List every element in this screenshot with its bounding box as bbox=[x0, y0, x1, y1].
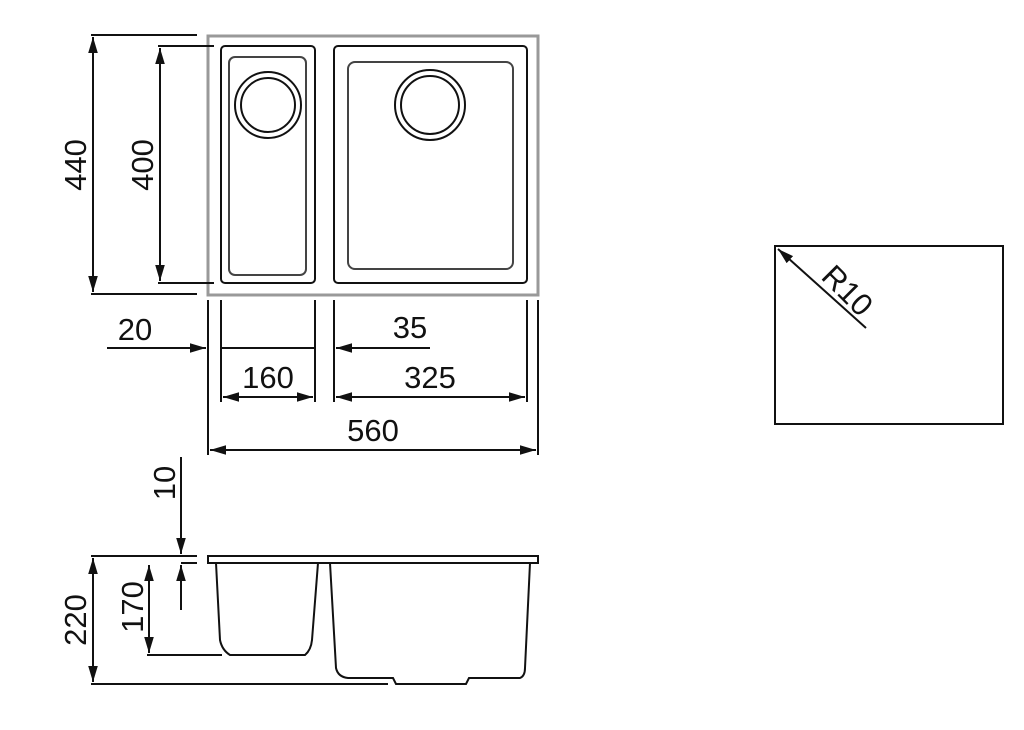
dimension-170: 170 bbox=[115, 565, 222, 656]
dimension-20: 20 bbox=[107, 312, 206, 353]
large-bowl-drain-icon bbox=[394, 69, 466, 141]
dim-label-400: 400 bbox=[125, 139, 160, 191]
dim-label-35: 35 bbox=[393, 310, 427, 345]
dim-label-170: 170 bbox=[115, 581, 150, 633]
side-view: 10 220 170 bbox=[58, 457, 539, 685]
dim-label-560: 560 bbox=[347, 413, 399, 448]
large-bowl-inner bbox=[347, 61, 514, 270]
small-bowl-outer bbox=[220, 45, 316, 284]
large-bowl-profile bbox=[329, 562, 531, 685]
dimension-560: 560 bbox=[210, 413, 536, 455]
radius-label: R10 bbox=[815, 258, 880, 323]
dimension-160: 160 bbox=[223, 360, 313, 402]
dimension-400: 400 bbox=[125, 45, 214, 284]
sink-rim bbox=[207, 555, 539, 564]
small-bowl-drain-icon bbox=[234, 71, 302, 139]
corner-detail-rect bbox=[774, 245, 1004, 425]
dimension-35: 35 bbox=[221, 310, 430, 353]
dimension-10: 10 bbox=[147, 457, 197, 610]
dim-label-325: 325 bbox=[404, 360, 456, 395]
top-view: 440 400 20 35 160 bbox=[58, 34, 540, 455]
small-bowl-inner bbox=[228, 56, 307, 276]
corner-radius-detail: R10 bbox=[774, 245, 1004, 425]
small-bowl-profile bbox=[215, 562, 319, 656]
large-bowl-outer bbox=[333, 45, 528, 284]
extension-lines bbox=[207, 300, 539, 455]
dimension-440: 440 bbox=[58, 34, 197, 295]
radius-arrow bbox=[777, 248, 867, 329]
dim-label-220: 220 bbox=[58, 594, 93, 646]
countertop-outline bbox=[206, 34, 540, 297]
dim-label-20: 20 bbox=[118, 312, 152, 347]
dim-label-10: 10 bbox=[147, 466, 182, 500]
dimension-325: 325 bbox=[336, 360, 525, 402]
dim-label-160: 160 bbox=[242, 360, 294, 395]
dimension-220: 220 bbox=[58, 555, 388, 685]
dim-label-440: 440 bbox=[58, 139, 93, 191]
